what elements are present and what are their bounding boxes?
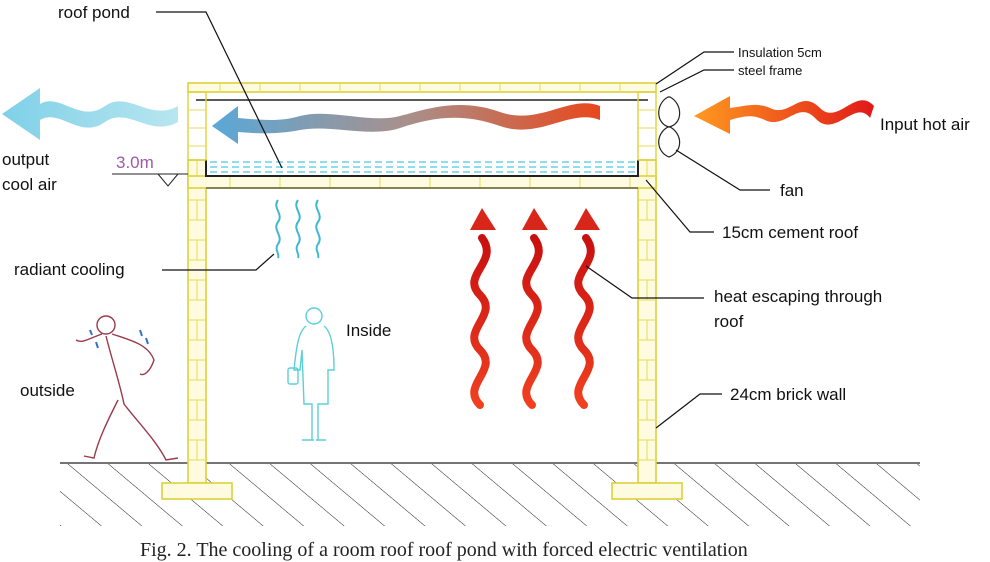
- steel-frame: [187, 91, 657, 161]
- label-cool-air: cool air: [2, 175, 57, 194]
- label-heat-escape-line1: heat escaping through: [714, 287, 882, 306]
- label-cement-roof: 15cm cement roof: [722, 223, 858, 242]
- label-fan: fan: [780, 181, 804, 200]
- label-roof-pond: roof pond: [58, 3, 130, 22]
- cement-roof: [187, 175, 657, 189]
- label-level: 3.0m: [116, 153, 154, 172]
- heat-waves-icon: [470, 208, 600, 409]
- brick-wall-left: [161, 159, 233, 500]
- standing-person-icon: [287, 307, 335, 441]
- label-radiant-cooling: radiant cooling: [14, 260, 125, 279]
- leader-lines: [156, 11, 770, 429]
- label-heat-escape-line2: roof: [714, 312, 744, 331]
- hot-air-arrow-icon: [694, 96, 874, 134]
- label-input-hot-air: Input hot air: [880, 115, 970, 134]
- level-marker: [112, 173, 188, 187]
- cool-air-arrow-icon: [2, 88, 178, 140]
- roof-pond-water: [205, 160, 639, 177]
- brick-wall-right: [611, 159, 683, 500]
- sweating-person-icon: [75, 315, 179, 461]
- label-output: output: [2, 150, 50, 169]
- label-brick-wall: 24cm brick wall: [730, 385, 846, 404]
- radiant-cooling-icon: [275, 199, 321, 259]
- label-steel-frame: steel frame: [738, 63, 802, 78]
- label-outside: outside: [20, 381, 75, 400]
- fan-icon: [658, 96, 681, 158]
- figure-caption: Fig. 2. The cooling of a room roof roof …: [140, 539, 748, 561]
- airflow-arrow-icon: [212, 103, 600, 144]
- insulation-layer: [187, 82, 657, 93]
- label-insulation: Insulation 5cm: [738, 45, 822, 60]
- label-inside: Inside: [346, 321, 391, 340]
